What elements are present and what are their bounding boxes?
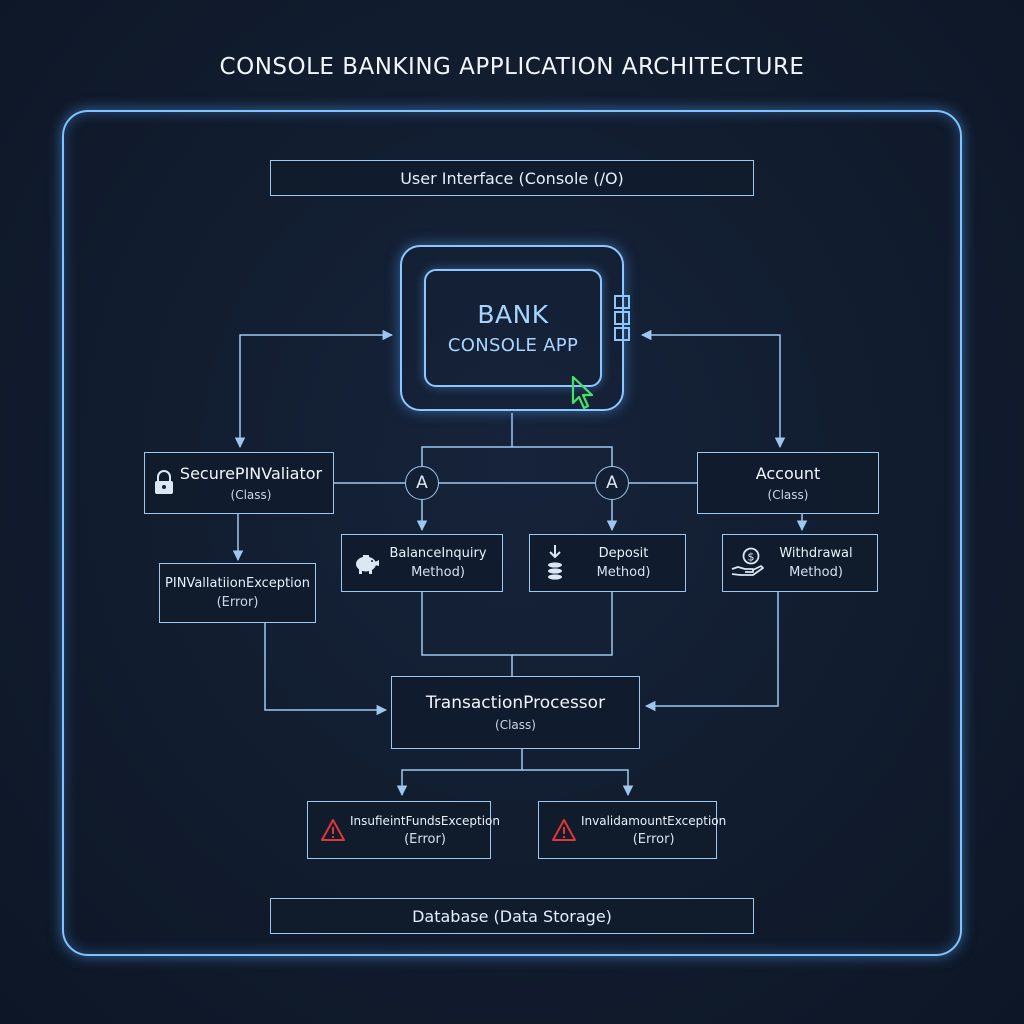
console-screen: BANK CONSOLE APP [424, 269, 602, 387]
insufficient-kind: (Error) [404, 831, 446, 847]
link-processor-invalid [522, 769, 634, 797]
deposit-method: Deposit Method) [529, 534, 686, 592]
link-console-account [640, 329, 786, 449]
link-pin-exception-processor [264, 623, 388, 716]
pin-validator-kind: (Class) [230, 488, 272, 502]
insufficient-label: InsufieintFundsException [350, 813, 500, 828]
account-class: Account (Class) [697, 452, 879, 514]
link-processor-insufficient [396, 749, 523, 797]
architecture-frame [62, 110, 962, 956]
port-icon [614, 327, 630, 341]
withdrawal-method: $ Withdrawal Method) [722, 534, 878, 592]
deposit-label: Deposit [598, 546, 649, 561]
warning-icon [547, 818, 581, 842]
link-balance-processor [421, 592, 513, 676]
pin-exception-name: PINVallatiionException [165, 576, 310, 591]
pin-validator-name: SecurePINValiator [179, 464, 323, 483]
lock-icon [155, 470, 173, 494]
svg-text:$: $ [748, 551, 755, 564]
pin-exception-kind: (Error) [216, 595, 259, 610]
port-icon [614, 311, 630, 325]
deposit-kind: Method) [596, 565, 651, 580]
processor-kind: (Class) [495, 718, 536, 732]
balance-kind: Method) [411, 565, 465, 580]
withdrawal-label: Withdrawal [779, 546, 853, 561]
cursor-icon [571, 375, 594, 410]
insufficient-funds-exception: InsufieintFundsException (Error) [307, 801, 500, 859]
link-bus-left [421, 446, 512, 466]
warning-icon [316, 818, 350, 842]
withdrawal-kind: Method) [789, 565, 843, 580]
connector-a-left: A [405, 466, 439, 500]
balance-label: BalanceInquiry [389, 546, 487, 561]
invalid-kind: (Error) [632, 831, 675, 847]
port-icon [614, 295, 630, 309]
secure-pin-validator-class: SecurePINValiator (Class) [144, 452, 334, 514]
transaction-processor-class: TransactionProcessor (Class) [391, 676, 640, 749]
database-layer: Database (Data Storage) [270, 898, 754, 934]
link-bus-right [512, 446, 613, 466]
account-kind: (Class) [767, 488, 809, 502]
account-name: Account [755, 464, 821, 483]
user-interface-layer: User Interface (Console (/O) [270, 160, 754, 196]
link-withdrawal-processor [644, 592, 779, 712]
link-console-pin-validator [234, 329, 394, 449]
balance-inquiry-method: BalanceInquiry Method) [341, 534, 503, 592]
link-deposit-processor [512, 592, 613, 656]
deposit-coins-icon [538, 544, 572, 582]
bank-console-app: BANK CONSOLE APP [400, 245, 630, 411]
database-label: Database (Data Storage) [412, 906, 612, 926]
connector-a-right: A [595, 466, 629, 500]
piggy-bank-icon [350, 551, 384, 575]
invalid-label: InvalidamountException [581, 813, 727, 828]
console-line1: BANK [477, 300, 549, 329]
processor-name: TransactionProcessor [425, 693, 606, 713]
pin-validation-exception: PINVallatiionException (Error) [159, 563, 316, 623]
page-title: CONSOLE BANKING APPLICATION ARCHITECTURE [219, 54, 805, 80]
user-interface-label: User Interface (Console (/O) [400, 168, 624, 188]
hand-dollar-icon: $ [731, 547, 765, 579]
console-line2: CONSOLE APP [447, 335, 579, 356]
invalid-amount-exception: InvalidamountException (Error) [538, 801, 726, 859]
